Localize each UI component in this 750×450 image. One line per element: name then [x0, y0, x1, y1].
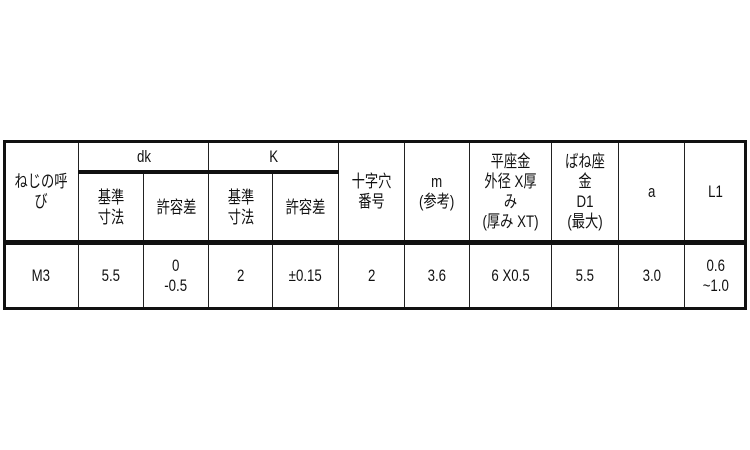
cell-flat-washer: 6 X0.5	[469, 242, 552, 310]
header-m-text: m (参考)	[419, 171, 455, 211]
cell-k-tol: ±0.15	[272, 242, 339, 310]
header-m: m (参考)	[404, 140, 470, 243]
header-l1-text: L1	[708, 181, 723, 201]
header-dk: dk	[78, 140, 209, 173]
header-k-basic: 基準 寸法	[208, 172, 273, 243]
cell-dk-basic-text: 5.5	[101, 266, 121, 285]
cell-m: 3.6	[404, 242, 470, 310]
cell-k-basic: 2	[208, 242, 273, 310]
header-k-tol-text: 許容差	[285, 197, 326, 217]
header-dk-basic-text: 基準 寸法	[97, 187, 125, 227]
cell-a-text: 3.0	[642, 266, 661, 285]
header-dk-tol: 許容差	[143, 172, 209, 243]
header-cross-recess: 十字穴 番号	[338, 140, 405, 243]
cell-thread: M3	[3, 242, 79, 310]
header-divider	[3, 240, 747, 245]
header-thread: ねじの呼び	[3, 140, 79, 243]
cell-cross-recess: 2	[338, 242, 405, 310]
subheader-divider	[78, 170, 339, 174]
header-k: K	[208, 140, 339, 173]
header-a: a	[618, 140, 685, 243]
cell-thread-text: M3	[31, 266, 51, 285]
cell-k-tol-text: ±0.15	[288, 266, 323, 285]
header-k-tol: 許容差	[272, 172, 339, 243]
cell-l1-text: 0.6 ~1.0	[702, 256, 729, 295]
header-dk-text: dk	[136, 146, 151, 166]
header-thread-text: ねじの呼び	[14, 171, 68, 211]
header-k-text: K	[269, 146, 278, 166]
header-l1: L1	[684, 140, 747, 243]
header-a-text: a	[647, 181, 656, 201]
header-cross-recess-text: 十字穴 番号	[351, 171, 392, 211]
header-flat-washer-text: 平座金 外径 X厚み (厚み XT)	[482, 151, 539, 231]
cell-cross-recess-text: 2	[367, 266, 376, 285]
cell-dk-tol: 0 -0.5	[143, 242, 209, 310]
header-dk-tol-text: 許容差	[156, 197, 196, 217]
header-spring-washer: ばね座金 D1 (最大)	[551, 140, 619, 243]
cell-m-text: 3.6	[427, 266, 447, 285]
cell-spring-washer-text: 5.5	[575, 266, 595, 285]
header-flat-washer: 平座金 外径 X厚み (厚み XT)	[469, 140, 552, 243]
cell-dk-basic: 5.5	[78, 242, 144, 310]
header-dk-basic: 基準 寸法	[78, 172, 144, 243]
header-spring-washer-text: ばね座金 D1 (最大)	[565, 151, 605, 231]
header-k-basic-text: 基準 寸法	[227, 187, 254, 227]
cell-l1: 0.6 ~1.0	[684, 242, 747, 310]
cell-k-basic-text: 2	[236, 266, 245, 285]
cell-flat-washer-text: 6 X0.5	[491, 266, 530, 285]
cell-spring-washer: 5.5	[551, 242, 619, 310]
cell-dk-tol-text: 0 -0.5	[164, 256, 188, 295]
cell-a: 3.0	[618, 242, 685, 310]
